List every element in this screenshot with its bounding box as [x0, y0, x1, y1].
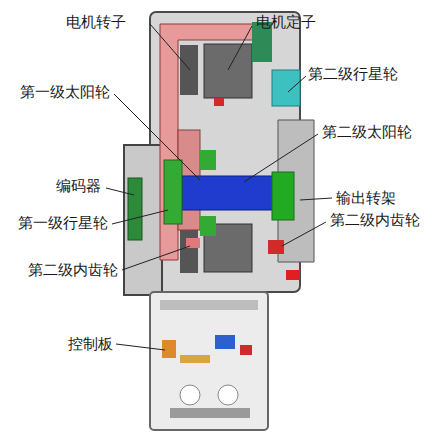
ring-gear — [268, 240, 284, 254]
component — [215, 335, 235, 349]
rotor-magnet — [180, 228, 198, 273]
gear-tooth — [200, 150, 216, 170]
leader-line — [244, 134, 318, 182]
second-sun — [272, 172, 294, 220]
sun-shaft — [182, 176, 280, 210]
part-label: 电机转子 — [66, 14, 126, 31]
part-label: 第二级太阳轮 — [322, 124, 412, 141]
leader-line — [112, 210, 168, 224]
screw — [214, 98, 224, 106]
first-planet — [164, 160, 182, 224]
control-box — [150, 292, 268, 430]
part-label: 第一级太阳轮 — [20, 84, 110, 101]
component — [240, 345, 252, 355]
rotor-magnet — [180, 45, 198, 95]
leader-line — [300, 198, 332, 200]
part-label: 控制板 — [68, 336, 113, 353]
encoder — [128, 178, 142, 240]
part-label: 编码器 — [56, 178, 101, 195]
part-label: 第二级内齿轮 — [28, 262, 118, 279]
leader-line — [116, 344, 165, 350]
leader-line — [288, 76, 306, 92]
part-label: 第一级行星轮 — [18, 215, 108, 232]
leader-line — [228, 26, 252, 70]
component — [162, 340, 176, 358]
gear-tooth — [200, 216, 216, 236]
leader-line — [122, 246, 190, 270]
component — [180, 355, 210, 363]
part-label: 第二级内齿轮 — [330, 212, 420, 229]
leader-line — [150, 24, 190, 70]
control-plate — [160, 300, 258, 310]
leader-line — [114, 94, 200, 180]
component — [170, 408, 250, 418]
bolt — [286, 270, 300, 280]
part-label: 第二级行星轮 — [308, 66, 398, 83]
second-planet — [272, 70, 300, 106]
component — [180, 385, 200, 405]
component — [218, 385, 238, 405]
motor-stator — [204, 44, 252, 98]
leader-line — [106, 188, 134, 195]
part-label: 输出转架 — [336, 190, 396, 207]
leader-line — [282, 222, 326, 246]
part-label: 电机定子 — [256, 14, 316, 31]
